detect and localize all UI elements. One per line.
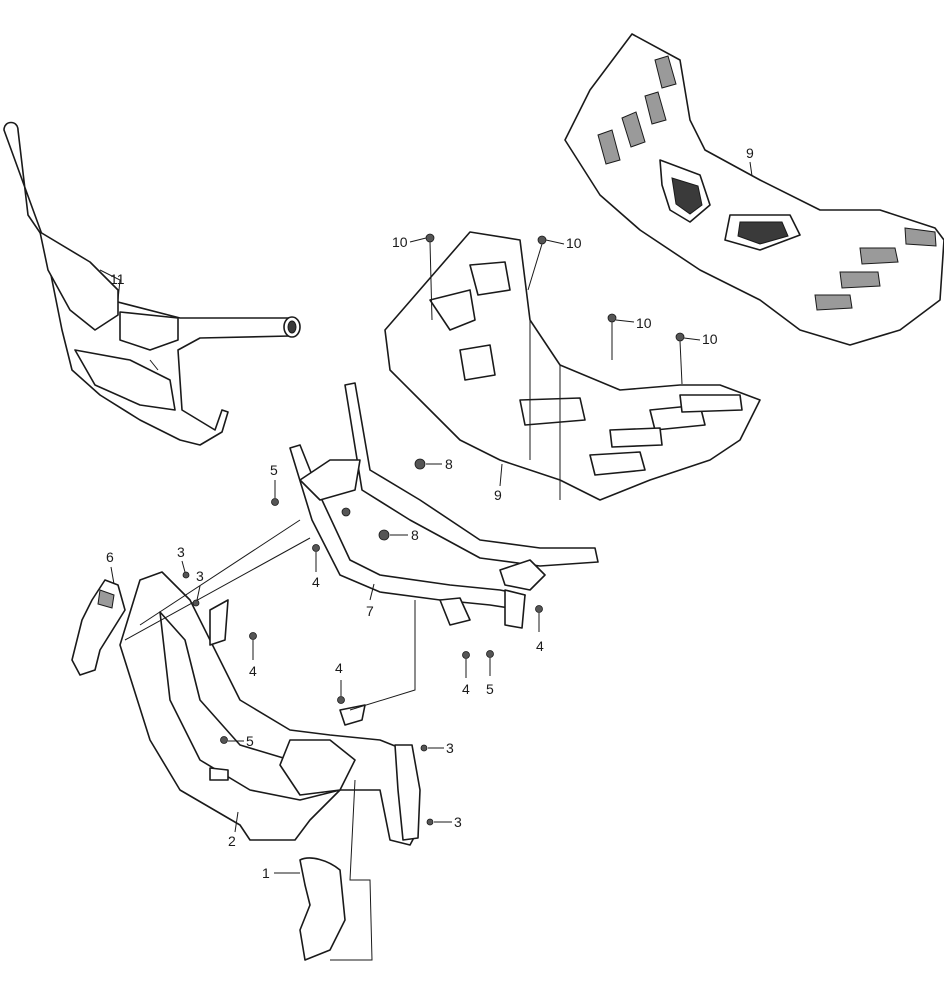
callout-10-d: 10	[702, 331, 718, 347]
part-9-rear-rack-alt: 9	[564, 33, 944, 346]
callout-4-c: 4	[335, 660, 343, 676]
callout-5-c: 5	[246, 733, 254, 749]
callout-9-center: 9	[494, 487, 502, 503]
callout-10-a: 10	[392, 234, 408, 250]
callout-6: 6	[106, 549, 114, 565]
callout-5-b: 5	[486, 681, 494, 697]
callout-10-c: 10	[636, 315, 652, 331]
callout-4-e: 4	[536, 638, 544, 654]
callout-2: 2	[228, 833, 236, 849]
callout-9-top: 9	[746, 145, 754, 161]
part-11-front-guard: 11	[3, 121, 301, 446]
part-4-nuts: 4 4 4 4 4	[249, 544, 544, 704]
callout-3-a: 3	[177, 544, 185, 560]
part-9-rear-rack: 9	[384, 231, 761, 503]
callout-1: 1	[262, 865, 270, 881]
part-10-screws: 10 10 10 10	[392, 233, 718, 385]
callout-4-b: 4	[249, 663, 257, 679]
part-8-nuts: 8 8	[341, 456, 453, 543]
part-5-bolts: 5 5 5	[220, 462, 494, 749]
part-3-screws: 3 3 3 3	[177, 544, 462, 830]
callout-3-b: 3	[196, 568, 204, 584]
callout-7: 7	[366, 603, 374, 619]
callout-11: 11	[110, 271, 125, 287]
part-6-end-cap: 6	[71, 549, 126, 676]
part-1-end-cap: 1	[262, 857, 346, 961]
callout-8-a: 8	[445, 456, 453, 472]
callout-4-a: 4	[312, 574, 320, 590]
callout-8-b: 8	[411, 527, 419, 543]
part-2-bumper: 2	[119, 571, 421, 849]
callout-3-c: 3	[446, 740, 454, 756]
part-7-frame: 7	[289, 382, 599, 629]
callout-3-d: 3	[454, 814, 462, 830]
assembly-leaders	[124, 519, 416, 961]
callout-4-d: 4	[462, 681, 470, 697]
callout-10-b: 10	[566, 235, 582, 251]
callout-5-a: 5	[270, 462, 278, 478]
